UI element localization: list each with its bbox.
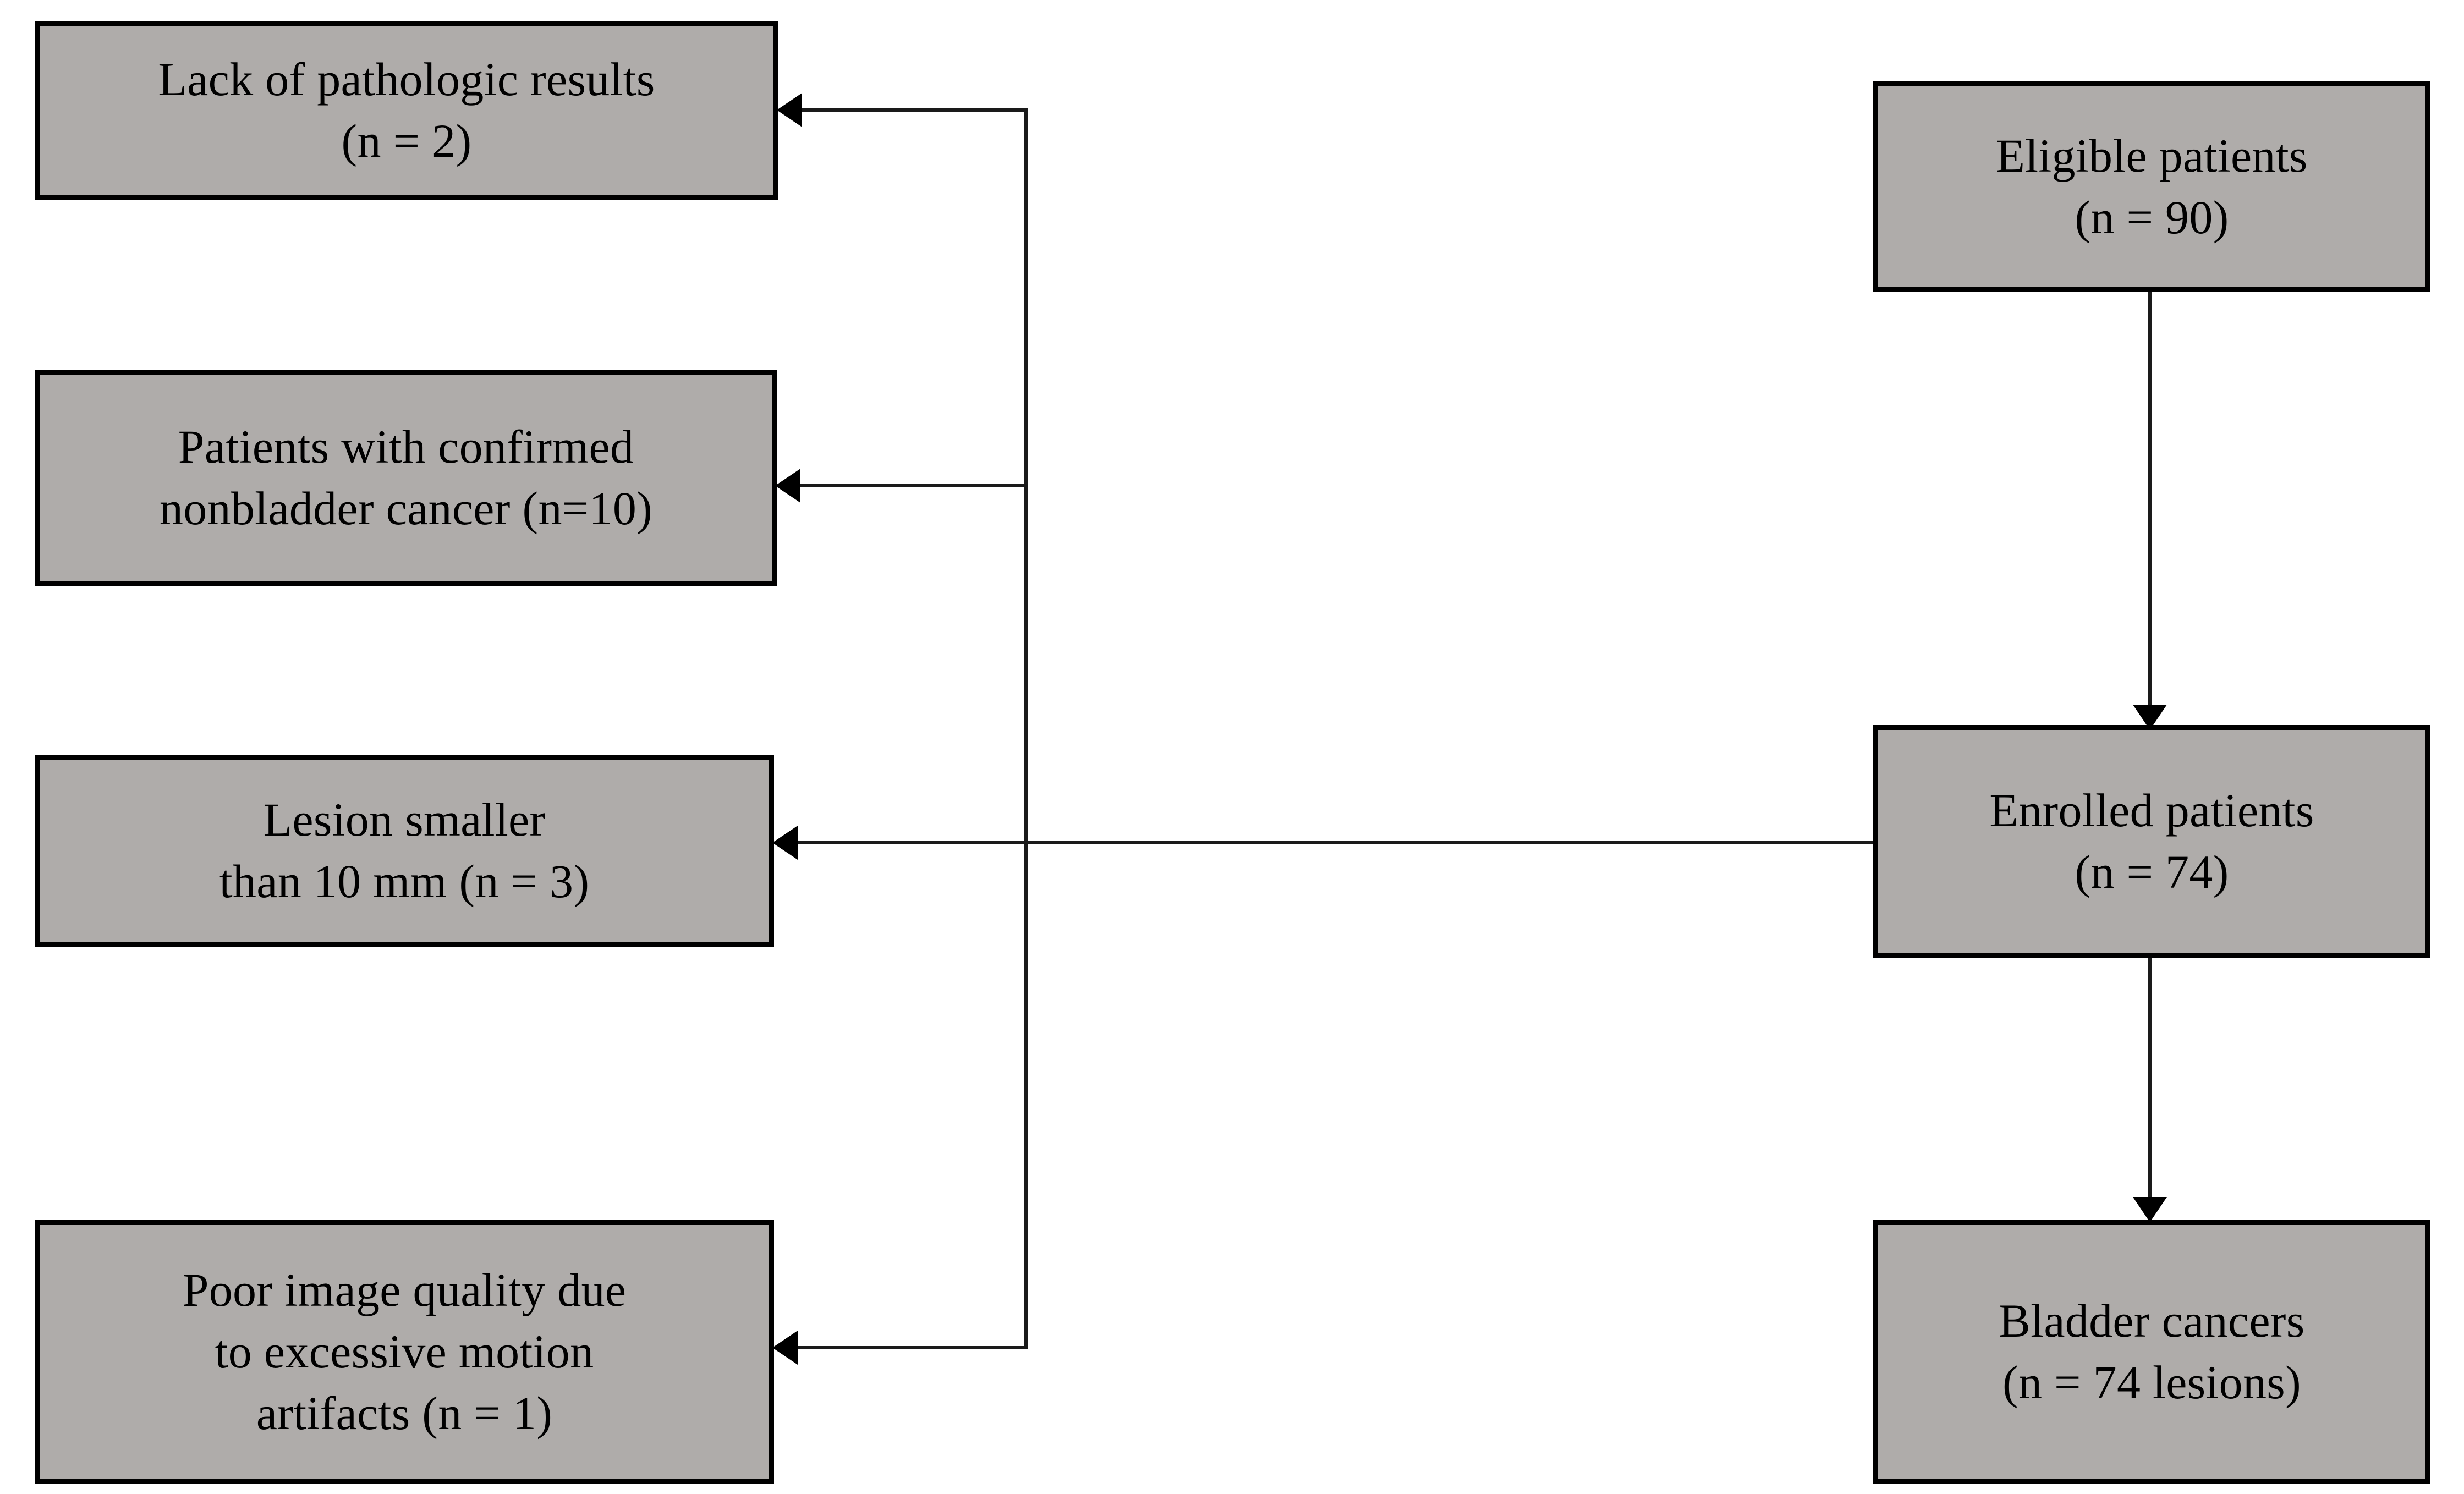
node-poor-image-quality-motion-artifacts-label: Poor image quality due to excessive moti… — [182, 1264, 627, 1440]
node-enrolled-patients-label: Enrolled patients (n = 74) — [1989, 784, 2314, 898]
node-lack-of-pathologic-results[interactable]: Lack of pathologic results (n = 2) — [35, 21, 778, 200]
edge-exclusion-nonbladder-cancer-arrowhead — [775, 469, 800, 503]
node-bladder-cancers-label: Bladder cancers (n = 74 lesions) — [1999, 1294, 2305, 1409]
edge-exclusion-poor-image-quality-line — [796, 1346, 1026, 1349]
edge-enrolled-to-bladder-cancers-arrowhead — [2133, 1197, 2167, 1222]
node-lesion-smaller-than-10-mm-label: Lesion smaller than 10 mm (n = 3) — [219, 793, 590, 908]
edge-exclusion-lesion-smaller-arrowhead — [772, 826, 798, 860]
node-bladder-cancers[interactable]: Bladder cancers (n = 74 lesions) — [1873, 1220, 2430, 1484]
edge-enrolled-to-bladder-cancers-line — [2148, 957, 2152, 1216]
node-eligible-patients-label: Eligible patients (n = 90) — [1996, 129, 2308, 244]
edge-exclusion-lack-of-pathologic-results-arrowhead — [777, 93, 802, 127]
edge-exclusion-poor-image-quality-arrowhead — [772, 1331, 798, 1365]
edge-eligible-to-enrolled-line — [2148, 292, 2152, 726]
node-lack-of-pathologic-results-label: Lack of pathologic results (n = 2) — [158, 52, 655, 167]
edge-exclusion-lack-of-pathologic-results-line — [800, 108, 1026, 112]
edge-exclusion-lesion-smaller-line — [796, 841, 1875, 844]
node-eligible-patients[interactable]: Eligible patients (n = 90) — [1873, 81, 2430, 292]
node-patients-with-confirmed-nonbladder-cancer[interactable]: Patients with confirmed nonbladder cance… — [35, 370, 777, 586]
node-poor-image-quality-motion-artifacts[interactable]: Poor image quality due to excessive moti… — [35, 1220, 774, 1484]
node-lesion-smaller-than-10-mm[interactable]: Lesion smaller than 10 mm (n = 3) — [35, 755, 774, 947]
node-enrolled-patients[interactable]: Enrolled patients (n = 74) — [1873, 725, 2430, 958]
edge-exclusion-nonbladder-cancer-line — [799, 484, 1026, 487]
node-patients-with-confirmed-nonbladder-cancer-label: Patients with confirmed nonbladder cance… — [159, 420, 653, 535]
exclusion-trunk-vertical-line — [1024, 108, 1028, 1349]
